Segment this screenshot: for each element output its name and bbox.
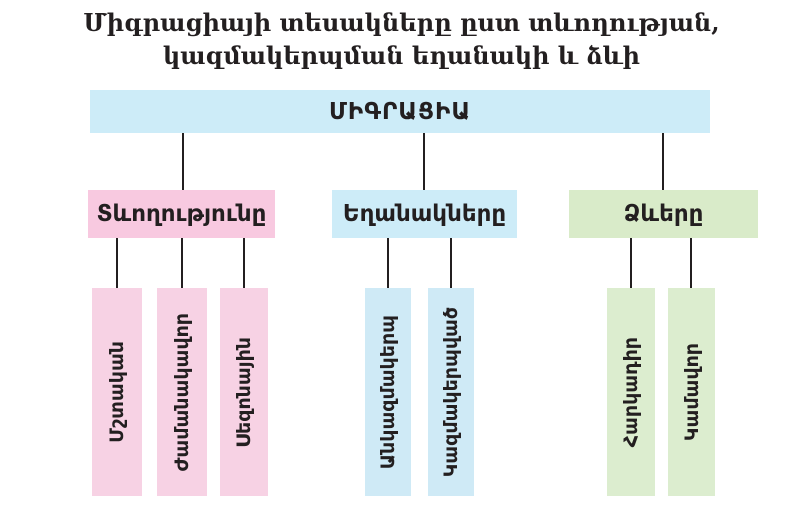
connector-methods-organized xyxy=(450,238,452,288)
node-forms: Ձևերը xyxy=(569,190,758,238)
leaf-voluntary: Կամավոր xyxy=(668,288,715,496)
connector-duration-seasonal xyxy=(243,238,245,288)
title-line-1: Միգրացիայի տեսակները ըստ տևողության, xyxy=(83,8,720,37)
leaf-permanent: Մշտական xyxy=(92,288,142,496)
connector-duration-permanent xyxy=(116,238,118,288)
connector-root-forms xyxy=(662,133,664,190)
leaf-temporary: Ժամանակավոր xyxy=(157,288,207,496)
leaf-temporary-label: Ժամանակավոր xyxy=(171,312,193,472)
node-duration: Տևողությունը xyxy=(88,190,275,238)
leaf-unorganized: Անկազմակերպ xyxy=(365,288,411,496)
connector-forms-voluntary xyxy=(690,238,692,288)
leaf-forced: Հարկադիր xyxy=(607,288,655,496)
leaf-permanent-label: Մշտական xyxy=(106,341,128,443)
leaf-seasonal: Սեզոնային xyxy=(220,288,268,496)
diagram-title: Միգրացիայի տեսակները ըստ տևողության, կազ… xyxy=(0,6,803,72)
connector-root-methods xyxy=(423,133,425,190)
leaf-voluntary-label: Կամավոր xyxy=(680,342,703,442)
connector-root-duration xyxy=(182,133,184,190)
title-line-2: կազմակերպման եղանակի և ձևի xyxy=(162,41,641,70)
leaf-organized: Կազմակերպված xyxy=(428,288,474,496)
node-migration: ՄԻԳՐԱՑԻԱ xyxy=(90,90,710,133)
node-methods: Եղանակները xyxy=(332,190,517,238)
leaf-forced-label: Հարկադիր xyxy=(620,336,642,448)
leaf-organized-label: Կազմակերպված xyxy=(440,306,462,478)
leaf-unorganized-label: Անկազմակերպ xyxy=(377,314,399,470)
connector-methods-unorganized xyxy=(387,238,389,288)
connector-forms-forced xyxy=(630,238,632,288)
connector-duration-temporary xyxy=(181,238,183,288)
leaf-seasonal-label: Սեզոնային xyxy=(233,336,255,448)
